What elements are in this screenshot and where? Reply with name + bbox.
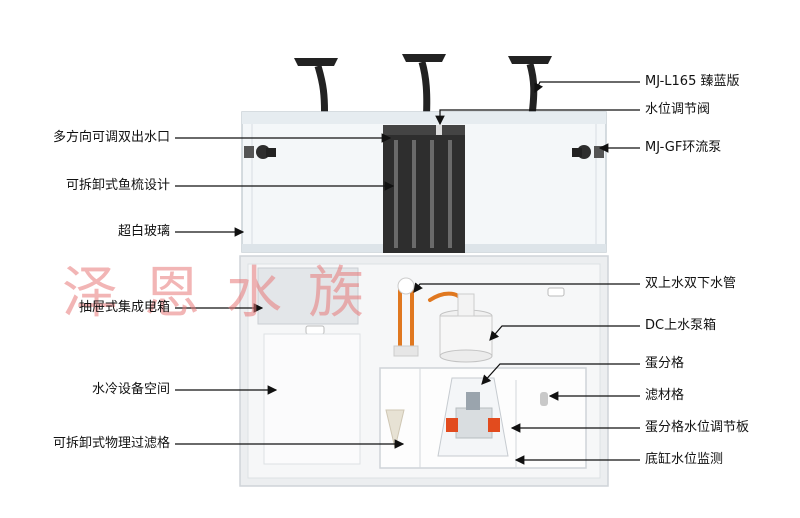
leader-lines-right bbox=[413, 81, 640, 465]
label-media-chamber: 滤材格 bbox=[645, 388, 685, 403]
label-chiller-space: 水冷设备空间 bbox=[91, 382, 170, 397]
label-ultra-clear-glass: 超白玻璃 bbox=[117, 224, 170, 239]
label-sump-level-monitor: 底缸水位监测 bbox=[645, 452, 724, 467]
label-mj-gf-pump: MJ-GF环流泵 bbox=[645, 140, 722, 155]
physical-filter bbox=[385, 409, 405, 449]
label-dc-pump-box: DC上水泵箱 bbox=[645, 318, 717, 333]
overflow-comb-box bbox=[383, 125, 465, 253]
watermark: 泽恩水族 bbox=[62, 261, 390, 326]
circulation-pump-left bbox=[244, 145, 276, 159]
label-comb-design: 可拆卸式鱼梳设计 bbox=[65, 178, 170, 193]
pipe-fittings bbox=[393, 277, 419, 357]
label-skimmer-chamber: 蛋分格 bbox=[645, 356, 685, 371]
label-dual-pipes: 双上水双下水管 bbox=[645, 276, 737, 291]
chiller-space bbox=[263, 333, 361, 465]
filter-media bbox=[540, 392, 548, 406]
label-level-valve: 水位调节阀 bbox=[645, 102, 711, 117]
dc-pump-box bbox=[439, 293, 493, 363]
label-mj-l165: MJ-L165 臻蓝版 bbox=[645, 74, 740, 89]
drawer-electric-box bbox=[257, 267, 359, 335]
leader-lines-left bbox=[175, 133, 405, 449]
cabinet-vents bbox=[547, 287, 565, 297]
label-physical-filter: 可拆卸式物理过滤格 bbox=[52, 436, 170, 451]
protein-skimmer bbox=[437, 377, 509, 457]
label-skimmer-level-plate: 蛋分格水位调节板 bbox=[645, 420, 750, 435]
label-electric-box: 抽屉式集成电箱 bbox=[78, 300, 170, 315]
label-dual-outlet: 多方向可调双出水口 bbox=[52, 130, 170, 145]
